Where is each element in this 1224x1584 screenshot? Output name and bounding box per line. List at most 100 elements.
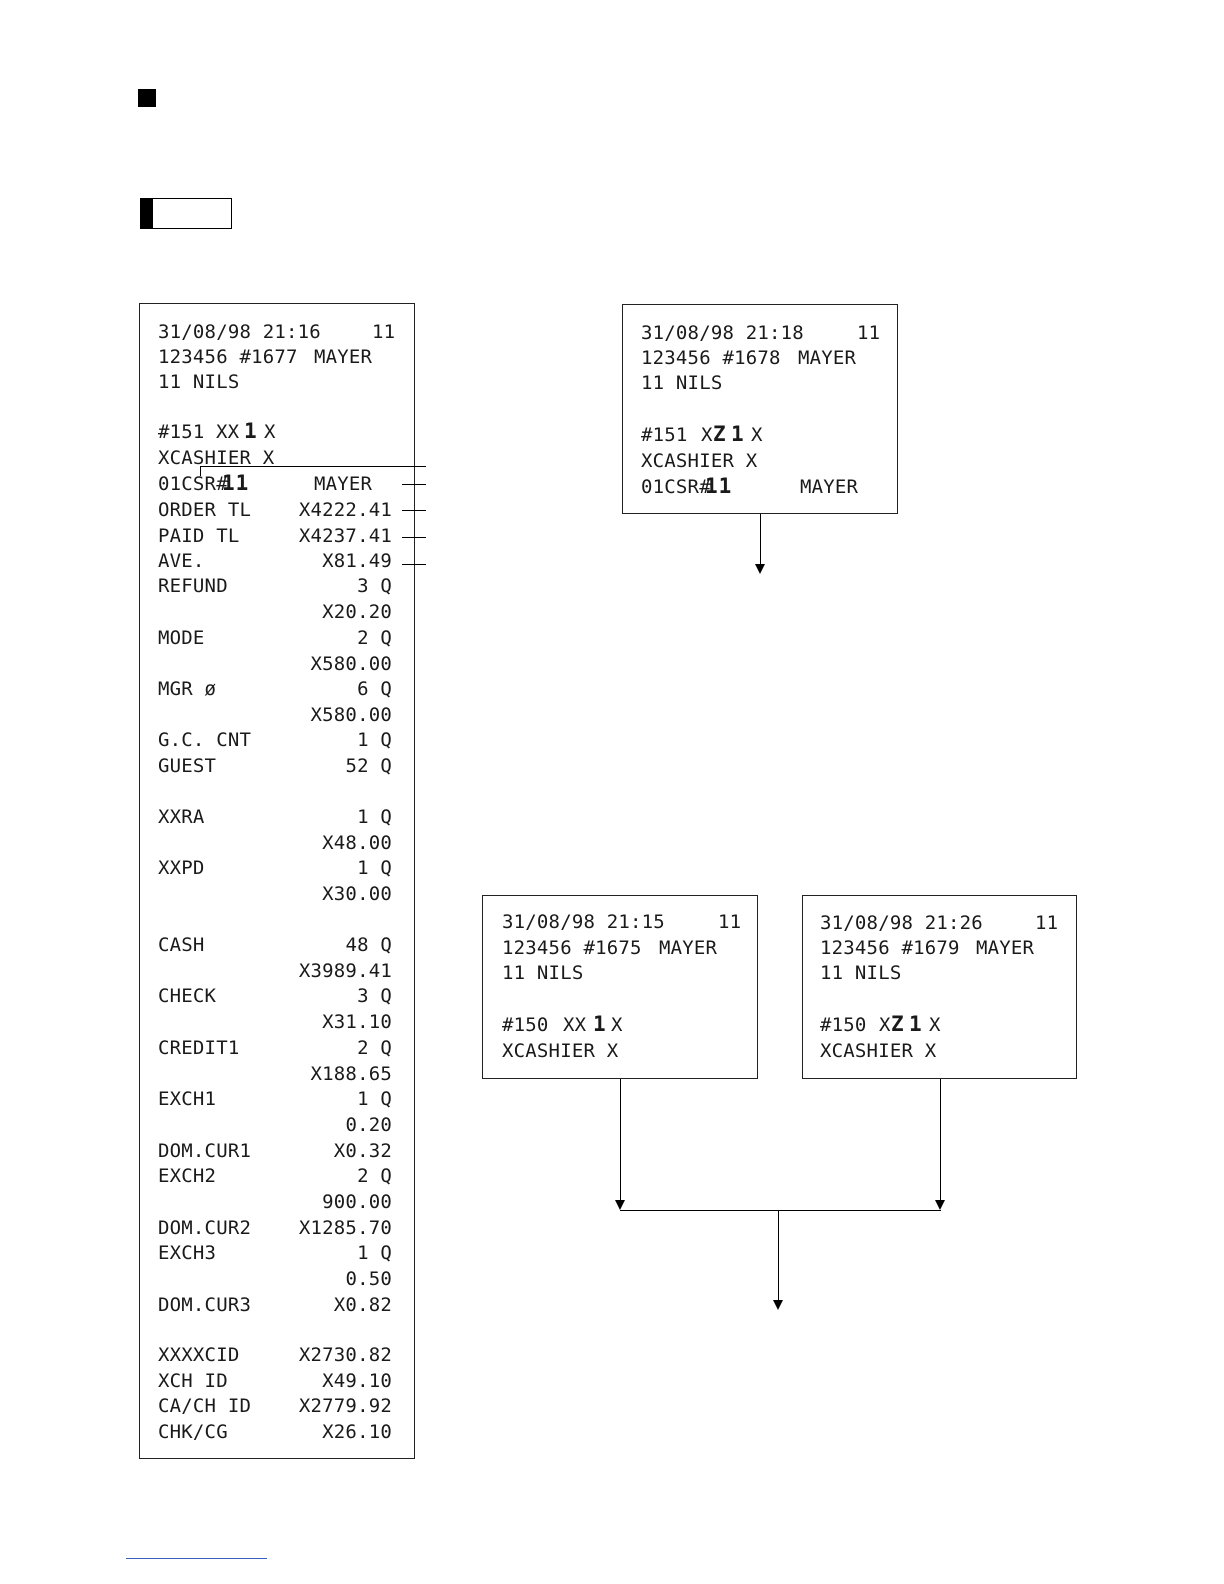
row-label: XXXXCID bbox=[158, 1344, 240, 1366]
row-value: X81.49 bbox=[322, 550, 392, 572]
receipt-clerk: MAYER bbox=[659, 937, 718, 959]
flow-line-z150 bbox=[940, 1079, 941, 1200]
report-id: 1 bbox=[731, 422, 745, 446]
report-suffix: X bbox=[751, 424, 763, 446]
row-value: 900.00 bbox=[322, 1191, 392, 1213]
mode-indicator-bar bbox=[141, 199, 153, 228]
row-value: X48.00 bbox=[322, 832, 392, 854]
row-value: 3 Q bbox=[357, 985, 392, 1007]
footer-rule bbox=[126, 1558, 267, 1559]
row-label: DOM.CUR2 bbox=[158, 1217, 252, 1239]
cashier-code-num: 11 bbox=[705, 474, 733, 498]
report-number: #151 bbox=[158, 421, 205, 443]
arrow-down-icon bbox=[935, 1200, 945, 1210]
flow-line-z151 bbox=[760, 514, 761, 564]
row-value: 0.20 bbox=[345, 1114, 392, 1136]
row-label: G.C. CNT bbox=[158, 729, 252, 751]
cashier-name: MAYER bbox=[800, 476, 859, 498]
row-value: X188.65 bbox=[310, 1063, 392, 1085]
receipt-machine-no: 11 bbox=[1035, 912, 1059, 934]
row-label: DOM.CUR3 bbox=[158, 1294, 252, 1316]
receipt-clerk: MAYER bbox=[314, 346, 373, 368]
main-receipt: 31/08/98 21:16 11 123456 #1677 MAYER 11 … bbox=[139, 303, 415, 1459]
row-label: XCH ID bbox=[158, 1370, 228, 1392]
row-value: 1 Q bbox=[357, 729, 392, 751]
row-value: X20.20 bbox=[322, 601, 392, 623]
row-value: 2 Q bbox=[357, 627, 392, 649]
report-number: #150 bbox=[820, 1014, 867, 1036]
leader-line-5 bbox=[402, 564, 426, 565]
section-bullet bbox=[138, 89, 156, 107]
arrow-down-icon bbox=[755, 564, 765, 574]
receipt-clerk: MAYER bbox=[976, 937, 1035, 959]
row-value: 1 Q bbox=[357, 1242, 392, 1264]
row-value: X1285.70 bbox=[298, 1217, 392, 1239]
report-number: #151 bbox=[641, 424, 688, 446]
report-id: 1 bbox=[244, 419, 258, 443]
mode-indicator-box bbox=[140, 198, 232, 229]
arrow-down-icon bbox=[615, 1200, 625, 1210]
flow-line-x150 bbox=[620, 1079, 621, 1200]
row-value: 52 Q bbox=[345, 755, 392, 777]
row-value: X0.32 bbox=[333, 1140, 392, 1162]
row-value: 3 Q bbox=[357, 575, 392, 597]
row-value: X31.10 bbox=[322, 1011, 392, 1033]
row-label: CASH bbox=[158, 934, 205, 956]
row-value: X4222.41 bbox=[298, 499, 392, 521]
report-prefix: XX bbox=[216, 421, 240, 443]
report-suffix: X bbox=[929, 1014, 941, 1036]
receipt-z150: 31/08/98 21:26 11 123456 #1679 MAYER 11 … bbox=[802, 895, 1077, 1079]
row-label: AVE. bbox=[158, 550, 205, 572]
row-label: CREDIT1 bbox=[158, 1037, 240, 1059]
row-label: PAID TL bbox=[158, 525, 240, 547]
row-value: X30.00 bbox=[322, 883, 392, 905]
receipt-datetime: 31/08/98 21:18 bbox=[641, 322, 804, 344]
receipt-store-no: 123456 #1679 bbox=[820, 937, 960, 959]
row-value: 2 Q bbox=[357, 1037, 392, 1059]
report-prefix: X bbox=[701, 424, 713, 446]
row-label: DOM.CUR1 bbox=[158, 1140, 252, 1162]
row-label: CHK/CG bbox=[158, 1421, 228, 1443]
report-id: 1 bbox=[593, 1012, 607, 1036]
row-value: X26.10 bbox=[322, 1421, 392, 1443]
leader-line-1 bbox=[200, 466, 426, 467]
row-value: X0.82 bbox=[333, 1294, 392, 1316]
report-suffix: X bbox=[611, 1014, 623, 1036]
receipt-datetime: 31/08/98 21:16 bbox=[158, 321, 321, 343]
leader-line-3 bbox=[402, 510, 426, 511]
receipt-cashier: 11 NILS bbox=[158, 371, 240, 393]
report-suffix: X bbox=[264, 421, 276, 443]
arrow-down-icon bbox=[773, 1300, 783, 1310]
row-value: X580.00 bbox=[310, 653, 392, 675]
row-label: CHECK bbox=[158, 985, 217, 1007]
row-value: 1 Q bbox=[357, 857, 392, 879]
row-value: X580.00 bbox=[310, 704, 392, 726]
flow-line-merged bbox=[778, 1210, 779, 1300]
receipt-machine-no: 11 bbox=[372, 321, 396, 343]
report-number: #150 bbox=[502, 1014, 549, 1036]
report-letter: Z bbox=[713, 422, 727, 446]
receipt-clerk: MAYER bbox=[798, 347, 857, 369]
cashier-name: MAYER bbox=[314, 473, 373, 495]
row-value: X4237.41 bbox=[298, 525, 392, 547]
flow-join-line bbox=[620, 1210, 941, 1211]
row-label: REFUND bbox=[158, 575, 228, 597]
cashier-code-prefix: 01CSR# bbox=[158, 473, 228, 495]
section-title: XCASHIER X bbox=[502, 1040, 619, 1062]
row-label: EXCH3 bbox=[158, 1242, 217, 1264]
receipt-store-no: 123456 #1677 bbox=[158, 346, 298, 368]
cashier-code-prefix: 01CSR# bbox=[641, 476, 711, 498]
report-prefix: X bbox=[879, 1014, 891, 1036]
section-title: XCASHIER X bbox=[820, 1040, 937, 1062]
row-label: MGR ø bbox=[158, 678, 217, 700]
receipt-datetime: 31/08/98 21:26 bbox=[820, 912, 983, 934]
row-value: 6 Q bbox=[357, 678, 392, 700]
row-value: 1 Q bbox=[357, 806, 392, 828]
row-value: 1 Q bbox=[357, 1088, 392, 1110]
leader-line-2 bbox=[402, 484, 426, 485]
receipt-store-no: 123456 #1675 bbox=[502, 937, 642, 959]
report-letter: Z bbox=[891, 1012, 905, 1036]
section-title: XCASHIER X bbox=[158, 447, 275, 469]
receipt-x150: 31/08/98 21:15 11 123456 #1675 MAYER 11 … bbox=[482, 895, 758, 1079]
row-label: ORDER TL bbox=[158, 499, 252, 521]
